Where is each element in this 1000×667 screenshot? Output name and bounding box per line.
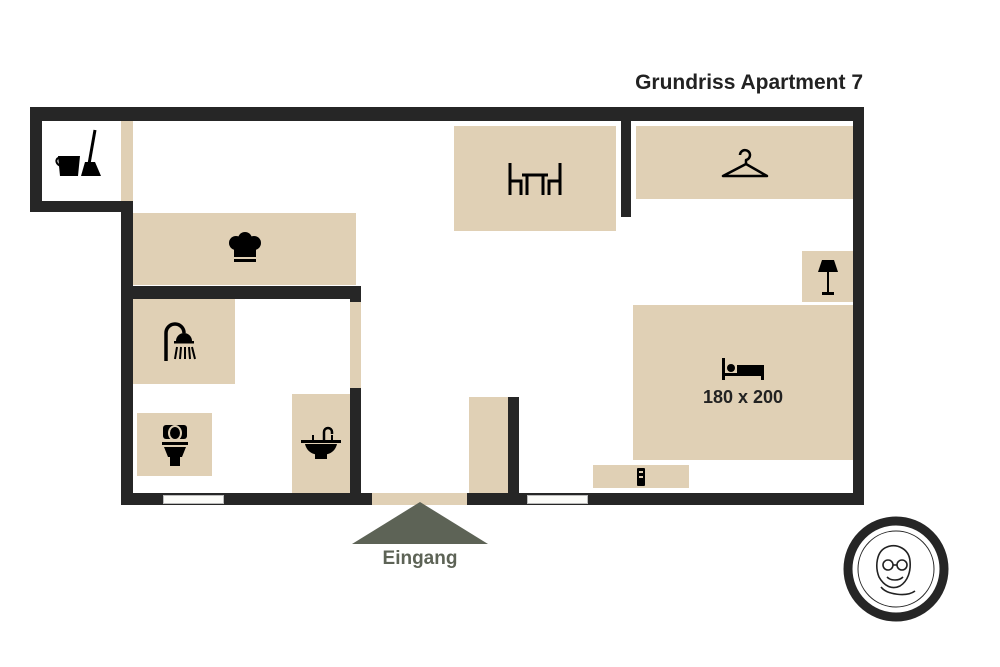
wall-bathroom-right-upper [350, 286, 361, 302]
bed-size-label: 180 x 200 [702, 387, 784, 407]
wall-wardrobe [621, 121, 631, 217]
entrance-label: Eingang [382, 548, 458, 569]
chef-hat-icon [228, 232, 261, 262]
tv-bench [593, 465, 689, 488]
sink [292, 394, 350, 493]
wall-bathroom-top [133, 286, 361, 299]
bed: 180 x 200 [633, 305, 853, 460]
dining-table-icon [508, 162, 562, 195]
wall-left [121, 201, 133, 505]
bed-icon [722, 358, 764, 380]
shower [133, 299, 235, 384]
window-living [527, 495, 588, 504]
sink-icon [301, 426, 341, 459]
wall-closet-left [30, 107, 42, 212]
cleaning-icon [55, 129, 101, 176]
bathroom-door [350, 302, 361, 388]
lamp-icon [817, 259, 838, 295]
trattoria-logo [843, 516, 949, 622]
wall-closet-bottom [30, 201, 133, 212]
hanger-icon [721, 148, 768, 177]
wardrobe [636, 126, 853, 199]
toilet-icon [161, 424, 188, 466]
lamp [802, 251, 853, 302]
entrance-arrow [352, 502, 488, 544]
wall-right [853, 107, 864, 505]
entrance-threshold[interactable] [372, 493, 467, 505]
wall-top [30, 107, 864, 121]
kitchen [133, 213, 356, 285]
window-bathroom [163, 495, 224, 504]
wall-bathroom-right-lower [350, 388, 361, 493]
entrance-panel [469, 397, 508, 493]
plan-title: Grundriss Apartment 7 [635, 71, 863, 94]
remote-icon [637, 467, 645, 486]
wall-entrance-right [508, 397, 519, 493]
shower-icon [164, 321, 196, 361]
wall-bottom-left [121, 493, 372, 505]
toilet [137, 413, 212, 476]
closet-door [121, 121, 133, 201]
dining-area [454, 126, 616, 231]
